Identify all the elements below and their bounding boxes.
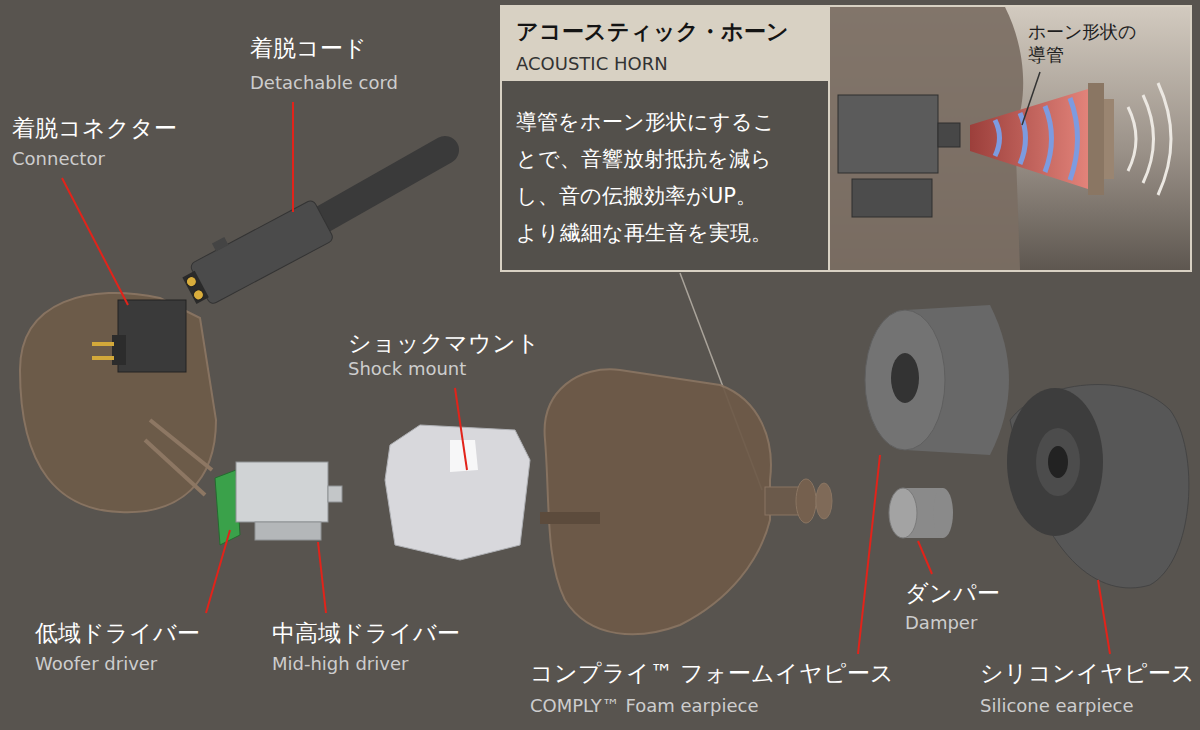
plug-pin: [192, 288, 206, 302]
part-name: シリコンイヤピース: [980, 658, 1195, 689]
connector-pin: [92, 342, 114, 346]
foam-hole: [891, 353, 919, 403]
leader-line: [455, 388, 467, 470]
sound-wave: [1158, 83, 1171, 195]
part-name-en: Silicone earpiece: [980, 695, 1134, 716]
sound-wave: [1128, 107, 1136, 171]
connector-pin: [92, 356, 114, 360]
woofer-driver: [236, 462, 328, 522]
callout-ground: [500, 5, 1192, 272]
plug-key: [212, 237, 229, 252]
horn-wave: [1045, 106, 1052, 172]
part-name-en: Mid-high driver: [272, 653, 408, 674]
shock-mount: [385, 425, 530, 560]
part-name-en: Detachable cord: [250, 72, 398, 93]
title-band: [500, 5, 828, 81]
silicone-opening: [1007, 388, 1103, 536]
inset-leader: [1022, 72, 1040, 125]
part-name-en: Woofer driver: [35, 653, 157, 674]
callout-body: 導管をホーン形状にするこ とで、音響放射抵抗を減ら し、音の伝搬効率がUP。 よ…: [516, 104, 816, 252]
callout-panel: アコースティック・ホーン ACOUSTIC HORN 導管をホーン形状にするこ とで…: [500, 5, 1192, 272]
part-name: ダンパー: [905, 578, 1000, 609]
callout-subtitle: ACOUSTIC HORN: [516, 53, 668, 74]
cord-plug: [175, 192, 335, 311]
foam-face: [865, 310, 945, 450]
part-name: コンプライ™ フォームイヤピース: [530, 658, 894, 689]
leader-line: [858, 455, 880, 654]
part-name: 低域ドライバー: [35, 618, 200, 649]
inset-photo: [830, 7, 1190, 270]
inset-flange: [1088, 83, 1104, 195]
part-name: ショックマウント: [348, 328, 540, 359]
part-name-en: Shock mount: [348, 358, 466, 379]
plug-pin: [185, 275, 199, 289]
cord: [318, 150, 445, 222]
inset-label: ホーン形状の 導管: [1028, 21, 1158, 66]
driver-port: [328, 486, 342, 502]
inset-photo-frame: ホーン形状の 導管: [828, 7, 1192, 270]
connector-socket: [118, 300, 186, 372]
inset-ground: [830, 7, 1190, 270]
leader-line: [292, 102, 294, 212]
inset-flange: [1104, 99, 1114, 179]
leader-line: [318, 542, 326, 613]
back-housing: [20, 293, 216, 512]
main-shell: [545, 369, 771, 634]
nozzle-flange: [796, 479, 816, 523]
inset-driver-port: [938, 123, 960, 147]
leader-line: [62, 178, 128, 305]
part-name: 中高域ドライバー: [272, 618, 460, 649]
part-name-en: Connector: [12, 148, 105, 169]
nozzle-tip: [816, 483, 832, 519]
part-name-en: Damper: [905, 612, 977, 633]
plug-face: [182, 271, 208, 304]
leader-lines: [62, 102, 1110, 654]
damper: [933, 488, 953, 538]
shell-rib: [540, 512, 600, 524]
silicone-stem: [1036, 428, 1080, 496]
mid-high-driver: [255, 522, 321, 540]
part-name: 着脱コード: [250, 33, 367, 64]
plug-body: [189, 199, 334, 305]
leader-line: [918, 541, 932, 574]
horn-wave: [1070, 98, 1078, 180]
leader-line: [206, 530, 230, 613]
part-name-en: COMPLY™ Foam earpiece: [530, 695, 758, 716]
callout-title: アコースティック・ホーン: [516, 17, 789, 47]
horn-wave: [995, 120, 1000, 156]
inset-driver-base: [852, 179, 932, 217]
housing-rib: [145, 440, 205, 495]
connector-socket: [112, 335, 126, 365]
silicone-hole: [1048, 446, 1068, 478]
part-name: 着脱コネクター: [12, 113, 177, 144]
damper-face: [889, 488, 917, 538]
inset-driver: [838, 95, 938, 173]
housing-rib: [150, 420, 212, 470]
sound-wave: [1143, 95, 1154, 183]
leader-line: [1098, 580, 1110, 654]
